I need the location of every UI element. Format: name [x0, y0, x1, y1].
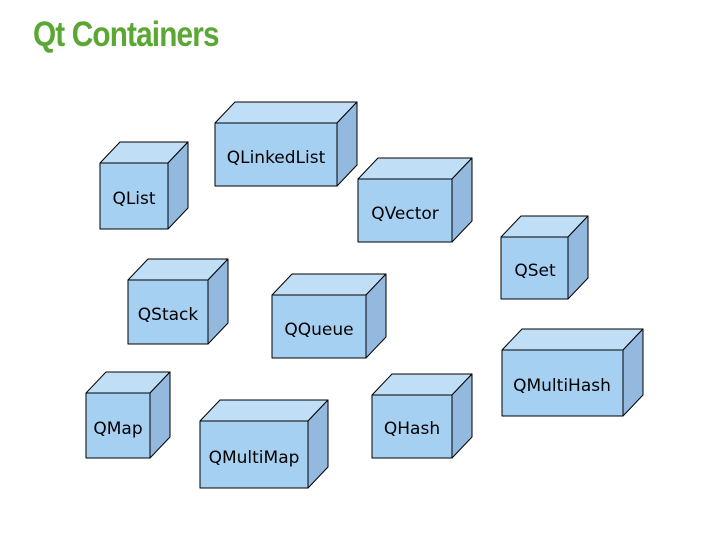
box-front-face — [271, 294, 367, 359]
box-label: QSet — [514, 261, 556, 281]
box-top-face — [199, 399, 329, 422]
box-front-face — [85, 392, 151, 459]
box-qstack: QStack — [127, 258, 229, 345]
box-label: QHash — [384, 419, 440, 439]
box-front-face — [371, 394, 453, 459]
box-front-face — [214, 122, 338, 187]
box-qvector: QVector — [357, 157, 473, 243]
box-qlist: QList — [99, 141, 189, 230]
box-qmultihash: QMultiHash — [501, 328, 644, 417]
box-top-face — [501, 328, 644, 351]
box-qqueue: QQueue — [271, 273, 387, 359]
box-label: QMultiMap — [209, 448, 300, 468]
box-qlinkedlist: QLinkedList — [214, 101, 358, 187]
box-qmultimap: QMultiMap — [199, 399, 329, 489]
box-label: QMultiHash — [513, 376, 611, 396]
box-top-face — [214, 101, 358, 124]
box-label: QMap — [93, 419, 142, 439]
slide-title: Qt Containers — [33, 15, 220, 54]
box-label: QList — [112, 189, 155, 209]
box-label: QQueue — [284, 320, 353, 340]
box-front-face — [127, 279, 209, 345]
box-front-face — [99, 162, 169, 230]
box-front-face — [501, 349, 624, 417]
box-label: QLinkedList — [227, 148, 326, 168]
box-qhash: QHash — [371, 373, 473, 459]
box-front-face — [357, 178, 453, 243]
box-label: QStack — [138, 305, 199, 325]
box-qset: QSet — [500, 215, 589, 300]
box-label: QVector — [371, 204, 439, 224]
box-front-face — [199, 420, 309, 489]
box-qmap: QMap — [85, 371, 171, 459]
box-front-face — [500, 236, 569, 300]
